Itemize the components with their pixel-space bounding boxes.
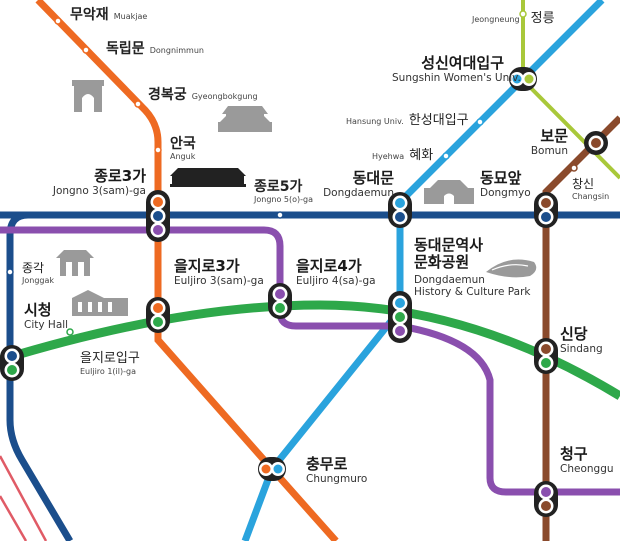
station-label-sindang[interactable]: 신당 Sindang xyxy=(560,325,603,356)
station-label-cityhall[interactable]: 시청 City Hall xyxy=(24,301,69,332)
station-label-sungshin[interactable]: 성신여대입구 Sungshin Women's Univ. xyxy=(392,54,521,85)
station-marker-cityhall[interactable] xyxy=(0,345,24,381)
station-label-jeongneung[interactable]: Jeongneung 정릉 xyxy=(472,11,555,26)
station-label-euljiro4ga[interactable]: 을지로4가 Euljiro 4(sa)-ga xyxy=(296,257,376,288)
station-label-hansung[interactable]: Hansung Univ. 한성대입구 xyxy=(346,113,469,128)
stop-dot-hyehwa[interactable] xyxy=(442,152,450,160)
station-marker-chungmuro[interactable] xyxy=(258,457,286,481)
station-marker-cheonggu[interactable] xyxy=(534,481,558,517)
bosingak-pavilion-icon xyxy=(56,250,94,276)
ddp-building-icon xyxy=(486,259,537,278)
station-label-muakjae[interactable]: 무악재 Muakjae xyxy=(70,7,148,23)
stop-dot-gyeongbokgung[interactable] xyxy=(134,100,142,108)
station-label-dongdaemun[interactable]: 동대문 Dongdaemun xyxy=(323,169,394,200)
station-label-cheonggu[interactable]: 청구 Cheonggu xyxy=(560,445,614,476)
stop-dot-dongnimmun[interactable] xyxy=(82,46,90,54)
station-label-jongno5ga[interactable]: 종로5가 Jongno 5(o)-ga xyxy=(254,179,314,205)
station-label-dongnimmun[interactable]: 독립문 Dongnimmun xyxy=(106,41,204,57)
city-hall-building-icon xyxy=(72,290,128,316)
station-label-chungmuro[interactable]: 충무로 Chungmuro xyxy=(306,455,368,486)
station-label-bomun[interactable]: 보문 Bomun xyxy=(530,127,568,158)
stop-dot-hansung[interactable] xyxy=(476,118,484,126)
station-label-dongmyo[interactable]: 동묘앞 Dongmyo xyxy=(480,169,531,200)
station-marker-dongdaemun[interactable] xyxy=(388,192,412,228)
heunginjimun-gate-icon xyxy=(424,180,474,204)
station-marker-sindang[interactable] xyxy=(534,338,558,374)
line-1-navy-branch xyxy=(6,211,74,541)
station-marker-ddp[interactable] xyxy=(388,291,412,343)
station-label-changsin[interactable]: 창신 Changsin xyxy=(572,177,610,201)
gyeongbokgung-palace-icon xyxy=(218,106,272,132)
red-line-thin-2 xyxy=(0,495,28,541)
red-line-thin xyxy=(0,455,48,541)
station-label-euljiro3ga[interactable]: 을지로3가 Euljiro 3(sam)-ga xyxy=(174,257,264,288)
station-marker-jongno3ga[interactable] xyxy=(146,190,170,242)
station-marker-euljiro3ga[interactable] xyxy=(146,297,170,333)
stop-dot-muakjae[interactable] xyxy=(54,17,62,25)
station-label-jongno3ga[interactable]: 종로3가 Jongno 3(sam)-ga xyxy=(52,167,146,198)
station-label-gyeongbokgung[interactable]: 경복궁 Gyeongbokgung xyxy=(148,87,258,103)
station-marker-euljiro4ga[interactable] xyxy=(268,283,292,319)
station-label-hyehwa[interactable]: Hyehwa 혜화 xyxy=(372,148,434,163)
line-2-green xyxy=(0,300,620,400)
line-3-orange xyxy=(35,0,339,541)
stop-dot-jongak[interactable] xyxy=(6,268,14,276)
stop-dot-euljiro1ga[interactable] xyxy=(66,328,74,336)
stop-dot-changsin[interactable] xyxy=(570,164,578,172)
stop-dot-jeongneung[interactable] xyxy=(519,10,527,18)
station-marker-bomun[interactable] xyxy=(584,131,608,155)
station-marker-sungshin[interactable] xyxy=(509,67,537,91)
independence-gate-icon xyxy=(72,80,104,112)
stop-dot-jongno5ga[interactable] xyxy=(276,211,284,219)
stop-dot-anguk[interactable] xyxy=(154,146,162,154)
station-marker-dongmyo[interactable] xyxy=(534,192,558,228)
station-label-euljiro1ga[interactable]: 을지로입구 Euljiro 1(il)-ga xyxy=(80,351,140,376)
station-label-ddp[interactable]: 동대문역사 문화공원 Dongdaemun History & Culture … xyxy=(414,236,531,298)
station-label-anguk[interactable]: 안국 Anguk xyxy=(170,136,196,162)
jongmyo-shrine-icon xyxy=(170,168,246,187)
station-label-jonggak[interactable]: 종각 Jonggak xyxy=(22,261,55,285)
